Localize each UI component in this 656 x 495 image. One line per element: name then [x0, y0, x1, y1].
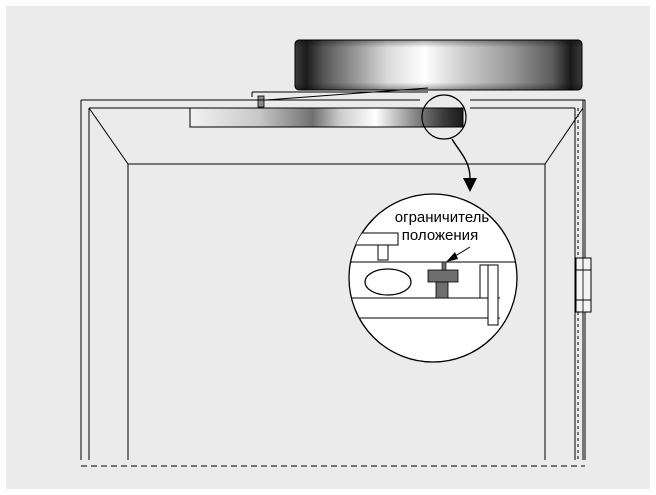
arrow-down-icon	[451, 138, 477, 192]
slide-rail	[189, 107, 464, 128]
door-closer-body	[294, 39, 583, 91]
callout-label-line1: ограничитель	[395, 209, 490, 226]
closer-arm	[251, 87, 429, 108]
arrow-down-left-icon	[446, 246, 471, 262]
detail-view: ограничитель положения	[348, 193, 518, 363]
magnifier-circle	[421, 94, 467, 140]
callout-label-line2: положения	[402, 227, 478, 244]
hinge	[575, 257, 592, 313]
